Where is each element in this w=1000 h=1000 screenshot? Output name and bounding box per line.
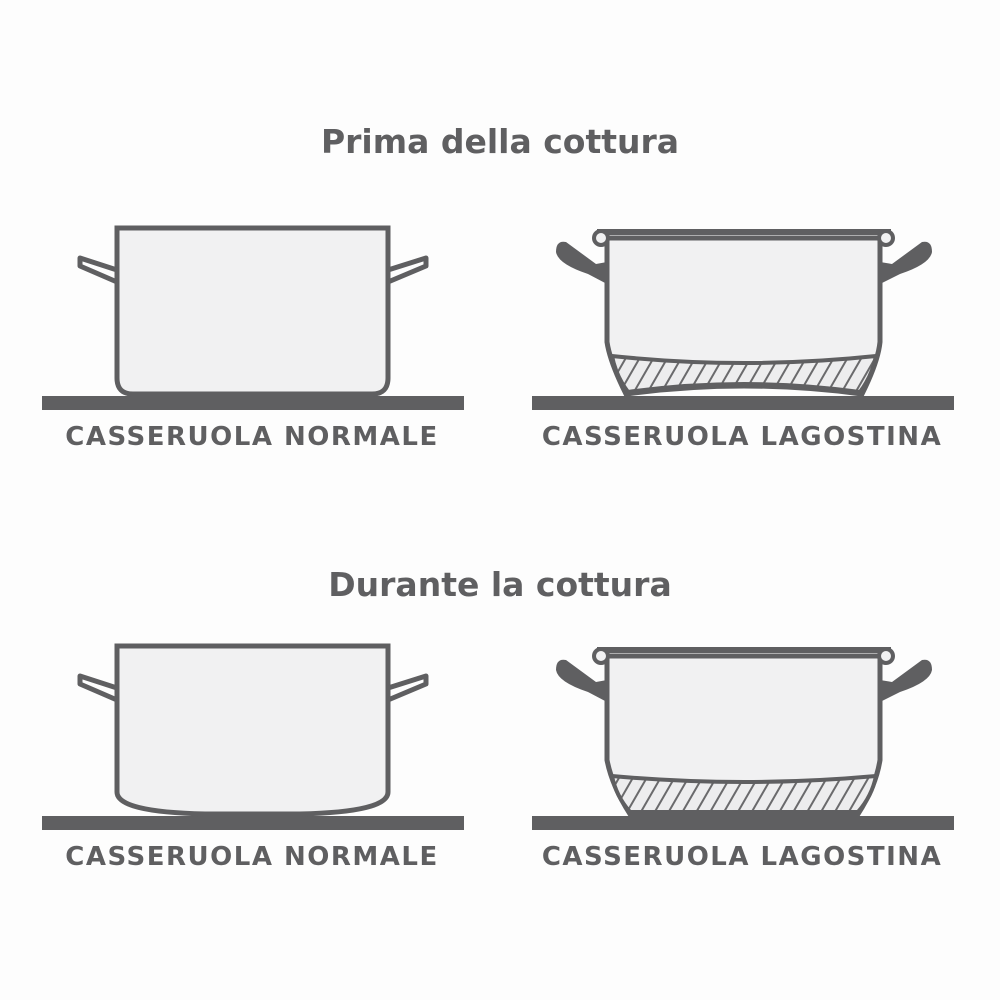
handle-right-normal-before bbox=[385, 255, 429, 285]
section-title-during-cooking: Durante la cottura bbox=[328, 565, 672, 604]
normal-pot-before bbox=[42, 225, 464, 410]
label-normal-pot-during: CASSERUOLA NORMALE bbox=[65, 842, 439, 872]
lagostina-pot-before bbox=[532, 229, 954, 410]
thermal-base-lagostina-during bbox=[609, 773, 879, 814]
label-lagostina-pot-before: CASSERUOLA LAGOSTINA bbox=[541, 422, 943, 452]
handle-right-lagostina-during bbox=[880, 659, 932, 702]
label-lagostina-pot-during: CASSERUOLA LAGOSTINA bbox=[541, 842, 943, 872]
handle-right-normal-during bbox=[385, 673, 429, 703]
thermal-base-lagostina-before bbox=[609, 353, 879, 395]
normal-pot-during bbox=[42, 643, 464, 830]
handle-left-normal-during bbox=[77, 673, 120, 703]
pot-body-normal-during bbox=[114, 643, 391, 817]
stovetop-lagostina-during bbox=[532, 816, 954, 830]
label-normal-pot-before: CASSERUOLA NORMALE bbox=[65, 422, 439, 452]
section-title-before-cooking: Prima della cottura bbox=[320, 122, 680, 161]
handle-left-lagostina-during bbox=[556, 659, 607, 702]
pot-body-normal-before bbox=[114, 225, 391, 397]
handle-left-lagostina-before bbox=[556, 241, 607, 284]
stovetop-lagostina-before bbox=[532, 396, 954, 410]
handle-right-lagostina-before bbox=[880, 241, 932, 284]
stovetop-normal-during bbox=[42, 816, 464, 830]
handle-left-normal-before bbox=[77, 255, 120, 285]
stovetop-normal-before bbox=[42, 396, 464, 410]
lagostina-pot-during bbox=[532, 647, 954, 830]
